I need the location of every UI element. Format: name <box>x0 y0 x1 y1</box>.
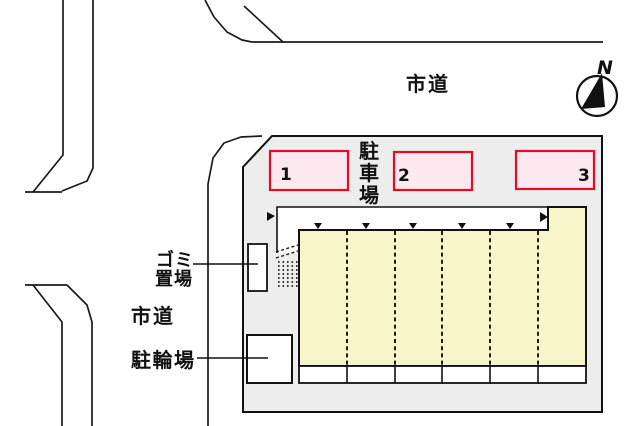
road-lines <box>25 0 603 426</box>
parking-label-char-2: 車 <box>359 161 379 185</box>
compass-needle <box>581 73 605 109</box>
left-road-inner-edge-bottom <box>32 284 63 426</box>
garbage-area <box>247 243 268 292</box>
left-road-outer-edge-top <box>61 0 94 192</box>
stair-ramp-edge-2 <box>275 250 299 259</box>
parking-stall-3 <box>514 149 596 191</box>
stall-number-2: 2 <box>398 166 410 186</box>
stair-ramp-edge-1 <box>275 244 299 253</box>
entrance-arrows <box>267 212 548 229</box>
parking-stalls: 1 2 3 <box>268 149 596 192</box>
garbage-label-line-2: 置場 <box>155 269 193 290</box>
parking-stall-1 <box>268 149 350 192</box>
stall-number-3: 3 <box>578 166 590 186</box>
bicycle-parking-area <box>246 334 293 384</box>
stair-hatch <box>275 244 299 287</box>
road-top-label: 市道 <box>406 72 450 96</box>
balcony-strip <box>298 365 587 384</box>
parking-area-label: 駐 車 場 <box>359 139 379 207</box>
left-road-outer-edge-bottom <box>66 284 93 426</box>
unit-dividers <box>346 231 539 365</box>
entrance-arrow-down-3 <box>409 223 417 229</box>
garbage-label: ゴミ 置場 <box>155 249 194 290</box>
walkway-arrow-left <box>267 212 275 221</box>
entrance-arrow-down-4 <box>458 223 466 229</box>
block-west-edge <box>207 135 263 426</box>
garbage-label-line-1: ゴミ <box>156 249 194 271</box>
road-left-label: 市道 <box>131 304 175 328</box>
stall-number-1: 1 <box>280 165 292 185</box>
parking-label-char-3: 場 <box>359 183 379 207</box>
bicycle-parking-label: 駐輪場 <box>131 348 196 372</box>
top-road-north-edge <box>204 0 603 43</box>
compass-north-label: N <box>597 57 613 79</box>
walkway-arrow-right <box>540 212 548 222</box>
entrance-arrow-down-2 <box>362 223 370 229</box>
parking-stall-2 <box>392 150 474 192</box>
compass-icon: N <box>575 57 619 118</box>
parking-label-char-1: 駐 <box>359 139 379 163</box>
left-road-inner-edge-top <box>32 0 64 193</box>
entrance-arrow-down-5 <box>506 223 514 229</box>
entrance-arrow-down-1 <box>314 223 322 229</box>
intersection-corner-diagonal <box>243 5 284 43</box>
